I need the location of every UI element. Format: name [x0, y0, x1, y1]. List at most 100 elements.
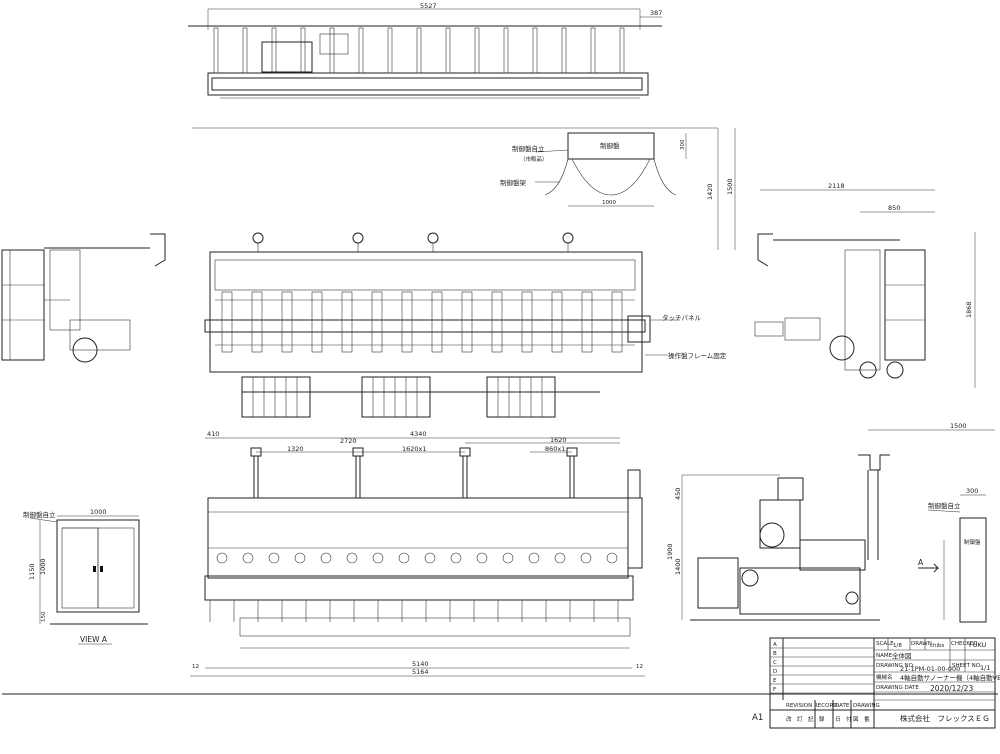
front-post-cap [459, 447, 471, 457]
plan-tank [361, 376, 431, 418]
control-panel-box [567, 132, 655, 160]
revision-letter: B [773, 651, 777, 657]
dim-top-right: 387 [650, 9, 662, 17]
dim-front-860x1: 860x1 [545, 445, 565, 453]
label-control-panel-stand-viewa: 制御盤自立 [23, 510, 56, 519]
sheet-size-label: A1 [752, 713, 763, 723]
plan-station [341, 291, 353, 353]
top-post [503, 27, 509, 74]
front-roller [528, 552, 540, 564]
plan-tank [486, 376, 556, 418]
scale-label: SCALE [876, 641, 894, 647]
sheet-no: 1/1 [980, 664, 990, 672]
front-roller [606, 552, 618, 564]
dim-plan-1000: 1000 [602, 200, 616, 206]
plan-station [461, 291, 473, 353]
plan-station [551, 291, 563, 353]
front-roller [424, 552, 436, 564]
label-control-panel-base: 制御盤架 [500, 178, 527, 187]
plan-post-cap [427, 232, 439, 244]
front-roller [216, 552, 228, 564]
label-control-panel-stand-right: 制御盤自立 [928, 501, 961, 510]
revision-record-label: REVISION RECORD [786, 703, 838, 709]
revision-letter: C [773, 660, 777, 666]
plan-view-tanks [241, 376, 556, 418]
front-roller [346, 552, 358, 564]
dim-right-300: 300 [966, 487, 978, 495]
dim-top-overall: 5527 [420, 2, 437, 10]
top-post [242, 27, 248, 74]
plan-station [521, 291, 533, 353]
checked-by: FUKU [969, 641, 987, 649]
plan-view-posts [221, 232, 623, 353]
top-post [561, 27, 567, 74]
front-roller [268, 552, 280, 564]
front-elevation-legs [209, 600, 619, 622]
plan-view: 1420 1500 制御盤 300 1000 制御盤自立 （市販品） 制御盤架 … [192, 127, 736, 418]
top-post [590, 27, 596, 74]
front-roller [398, 552, 410, 564]
top-view-posts [213, 27, 625, 74]
plan-station [221, 291, 233, 353]
front-roller [554, 552, 566, 564]
view-a-label: VIEW A [80, 635, 108, 644]
dim-front-1620: 1620 [550, 436, 567, 444]
front-roller [476, 552, 488, 564]
plan-station [611, 291, 623, 353]
front-roller [580, 552, 592, 564]
dim-side-2118: 2118 [828, 182, 845, 190]
right-cabinet [959, 517, 987, 623]
front-roller [294, 552, 306, 564]
front-post-cap [352, 447, 364, 457]
label-commercial: （市販品） [520, 155, 548, 163]
machine-name: 4軸自動サノーナー機（4軸自動VB機種） [900, 673, 1000, 682]
front-roller [502, 552, 514, 564]
dim-side-1868: 1868 [965, 301, 973, 318]
company-name: 株式会社 フレックスＥＧ [900, 713, 990, 723]
view-arrow-a: A [918, 558, 924, 567]
dim-front-1400: 1400 [674, 558, 682, 575]
dim-front-1900: 1900 [666, 543, 674, 560]
right-side-view: 2118 850 1868 [754, 182, 976, 388]
top-post [445, 27, 451, 74]
scale-value: 1/8 [893, 643, 902, 649]
top-post [358, 27, 364, 74]
front-elevation-posts [216, 447, 618, 564]
dim-plan-1420: 1420 [706, 183, 714, 200]
revision-letter: F [773, 687, 776, 693]
plan-station [581, 291, 593, 353]
plan-tank [241, 376, 311, 418]
plan-post-cap [252, 232, 264, 244]
top-post [532, 27, 538, 74]
dim-front-450: 450 [674, 488, 682, 500]
name-value: 全体図 [892, 651, 912, 660]
control-panel-box-label: 制御盤 [600, 141, 620, 150]
dim-front-1620x1: 1620x1 [402, 445, 427, 453]
drawing-date: 2020/12/23 [930, 684, 973, 693]
front-roller [242, 552, 254, 564]
top-post [329, 27, 335, 74]
drawn-by: chibs [930, 643, 945, 649]
label-operation-frame: 操作盤フレーム固定 [668, 351, 727, 360]
revision-letter: D [773, 669, 777, 675]
front-roller [372, 552, 384, 564]
plan-station [491, 291, 503, 353]
rev-drawing-sub: 図 番 [853, 716, 870, 723]
dim-plan-300: 300 [680, 139, 686, 150]
revision-letter: A [773, 642, 777, 648]
view-a: 1000 1150 1000 150 制御盤自立 VIEW A [23, 508, 148, 645]
dim-viewa-1150: 1150 [28, 563, 36, 580]
machine-label: 機械名 [876, 673, 893, 681]
dim-front-4340: 4340 [410, 430, 427, 438]
plan-post-cap [562, 232, 574, 244]
front-elevation: 410 2720 4340 1320 1620x1 1620 860x1 514… [190, 430, 645, 677]
drawing-no-label: DRAWING NO. [876, 663, 915, 669]
top-post [300, 27, 306, 74]
dim-front-12-right: 12 [636, 664, 643, 670]
plan-station [251, 291, 263, 353]
rev-date-label: DATE [835, 703, 850, 709]
top-post [619, 27, 625, 74]
